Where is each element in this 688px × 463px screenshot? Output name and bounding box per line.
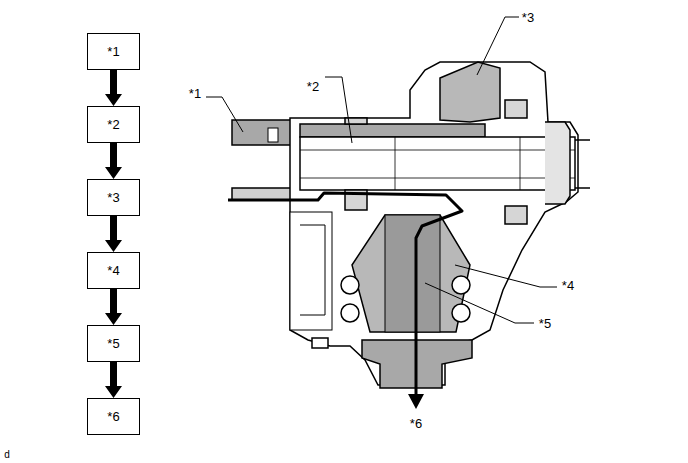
box-label: *4	[107, 263, 119, 279]
leader-group	[206, 17, 557, 323]
leader-line	[325, 77, 352, 143]
shaft-line	[300, 178, 575, 179]
callout-number: *4	[562, 278, 574, 294]
flow-arrow	[105, 216, 122, 252]
shaft-line	[395, 137, 396, 190]
pinion-shaft	[385, 215, 440, 332]
flow-arrow	[105, 70, 122, 106]
callout-number: *2	[307, 79, 319, 95]
leader-line	[425, 283, 534, 323]
callout-number: *3	[522, 10, 534, 26]
axle-shaft	[300, 137, 575, 190]
shaft-line	[300, 150, 575, 151]
callout-number: *5	[539, 316, 551, 332]
callout-number: *1	[189, 86, 201, 102]
figure-code: d	[4, 449, 10, 461]
bolt	[312, 338, 328, 348]
box-label: *5	[107, 336, 119, 352]
bearing-ball	[452, 304, 470, 322]
callout-number: *6	[410, 416, 422, 432]
process-box: *2	[87, 106, 140, 143]
process-box: *6	[87, 398, 140, 435]
housing-rib	[300, 225, 325, 315]
box-label: *6	[107, 409, 119, 425]
flow-arrow	[105, 289, 122, 325]
bearing	[505, 100, 527, 118]
carrier-tube	[300, 124, 485, 137]
flow-arrowhead	[408, 394, 424, 409]
box-label: *3	[107, 190, 119, 206]
box-label: *2	[107, 117, 119, 133]
flow-arrow	[105, 362, 122, 398]
bearing-ball	[341, 304, 359, 322]
housing-group	[232, 62, 590, 388]
bearing-ball	[452, 276, 470, 294]
housing-wall	[290, 212, 332, 330]
process-box: *4	[87, 252, 140, 289]
leader-line	[477, 17, 519, 75]
flow-arrow	[105, 143, 122, 179]
pinion-gear	[352, 215, 470, 332]
bearing	[505, 206, 527, 224]
process-box: *1	[87, 33, 140, 70]
box-label: *1	[107, 44, 119, 60]
shaft-line	[520, 137, 521, 190]
flow-path	[228, 193, 462, 396]
process-box: *5	[87, 325, 140, 362]
housing-outline	[290, 62, 578, 385]
seal	[268, 128, 278, 142]
flange	[545, 122, 570, 204]
ring-gear	[440, 62, 500, 122]
bearing-ball	[341, 276, 359, 294]
process-box: *3	[87, 179, 140, 216]
shaft-end	[575, 140, 590, 188]
leader-line	[206, 97, 243, 132]
leader-line	[455, 265, 557, 287]
